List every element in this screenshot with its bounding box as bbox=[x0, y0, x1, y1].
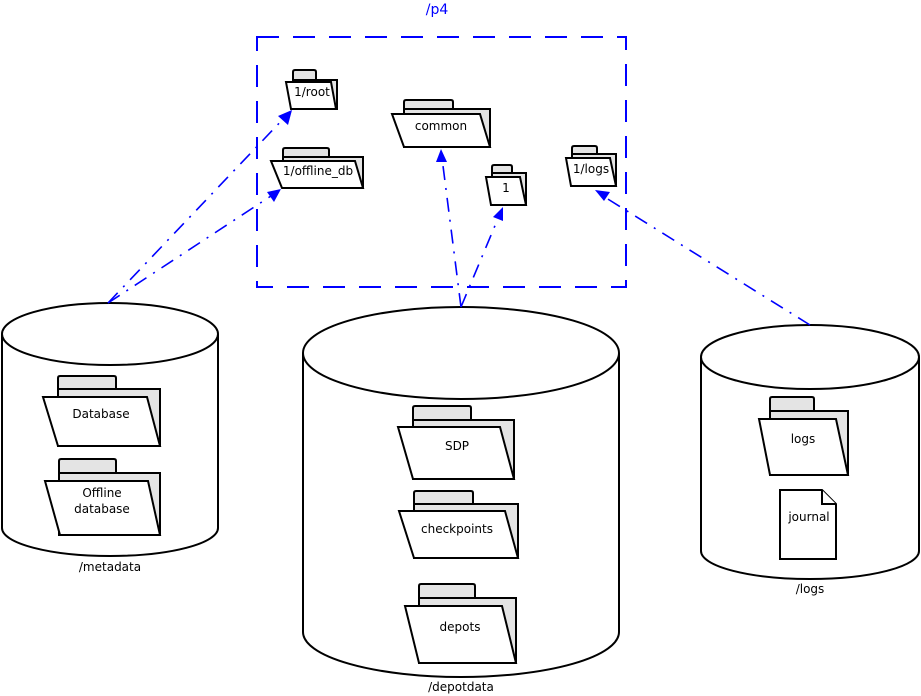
folder-label: Database bbox=[72, 407, 129, 421]
folder-1[interactable]: 1 bbox=[484, 164, 528, 206]
folder-depots[interactable]: depots bbox=[403, 583, 518, 664]
link-metadata-to-offline-db[interactable] bbox=[107, 189, 281, 304]
link-depotdata-to-1[interactable] bbox=[460, 207, 503, 308]
folder-1-offline-db[interactable]: 1/offline_db bbox=[269, 147, 365, 189]
folder-offline-database[interactable]: Offline database bbox=[43, 458, 162, 536]
folder-checkpoints[interactable]: checkpoints bbox=[397, 490, 520, 559]
volume-label: /logs bbox=[796, 582, 825, 596]
folder-icon bbox=[571, 145, 598, 157]
links bbox=[107, 110, 811, 326]
folder-common[interactable]: common bbox=[390, 99, 492, 148]
folder-label-line-1: Offline bbox=[82, 486, 121, 500]
folder-icon bbox=[57, 375, 117, 390]
folder-label: 1/root bbox=[294, 85, 330, 99]
arrowhead-icon bbox=[595, 190, 610, 201]
folder-icon bbox=[58, 458, 117, 474]
document-journal[interactable]: journal bbox=[779, 489, 837, 560]
cylinder-top bbox=[700, 324, 920, 390]
folder-icon bbox=[418, 583, 476, 599]
volume-logs[interactable]: /logs logs journal bbox=[700, 324, 920, 596]
folder-label: logs bbox=[791, 432, 816, 446]
volume-label: /depotdata bbox=[428, 680, 494, 694]
folder-icon bbox=[403, 99, 454, 112]
folder-label: checkpoints bbox=[421, 522, 493, 536]
folder-icon bbox=[412, 405, 472, 421]
folder-label: SDP bbox=[445, 439, 469, 453]
folder-label: 1/logs bbox=[573, 162, 609, 176]
cylinder-top bbox=[1, 302, 219, 366]
folder-1-logs[interactable]: 1/logs bbox=[564, 145, 618, 187]
link-metadata-to-root[interactable] bbox=[107, 110, 292, 304]
folder-icon bbox=[413, 490, 474, 505]
arrowhead-icon bbox=[267, 189, 281, 202]
p4-boundary-frame bbox=[256, 36, 627, 288]
folder-label: depots bbox=[440, 620, 481, 634]
folder-logs[interactable]: logs bbox=[757, 396, 850, 476]
arrowhead-icon bbox=[436, 149, 447, 162]
document-icon bbox=[779, 489, 837, 560]
folder-icon bbox=[292, 69, 317, 81]
folder-label: common bbox=[415, 119, 467, 133]
arrowhead-icon bbox=[493, 207, 503, 221]
volume-depotdata[interactable]: /depotdata SDP checkpoints depots bbox=[302, 306, 620, 694]
folder-icon bbox=[769, 396, 815, 412]
arrowhead-icon bbox=[278, 110, 292, 125]
p4-boundary-label: /p4 bbox=[426, 2, 449, 18]
folder-icon bbox=[491, 164, 513, 176]
link-depotdata-to-common[interactable] bbox=[436, 149, 462, 308]
folder-1-root[interactable]: 1/root bbox=[284, 69, 338, 110]
folder-label: 1 bbox=[502, 181, 510, 195]
volume-label: /metadata bbox=[79, 560, 141, 574]
cylinder-top bbox=[302, 306, 620, 400]
volume-metadata[interactable]: /metadata Database Offline database bbox=[0, 302, 219, 574]
folder-label-line-2: database bbox=[74, 502, 130, 516]
folder-database[interactable]: Database bbox=[41, 375, 162, 447]
link-logs-to-1-logs[interactable] bbox=[595, 190, 811, 326]
document-label: journal bbox=[787, 510, 829, 524]
folder-label: 1/offline_db bbox=[283, 164, 353, 178]
folder-sdp[interactable]: SDP bbox=[396, 405, 516, 480]
p4-boundary: /p4 bbox=[256, 2, 627, 288]
